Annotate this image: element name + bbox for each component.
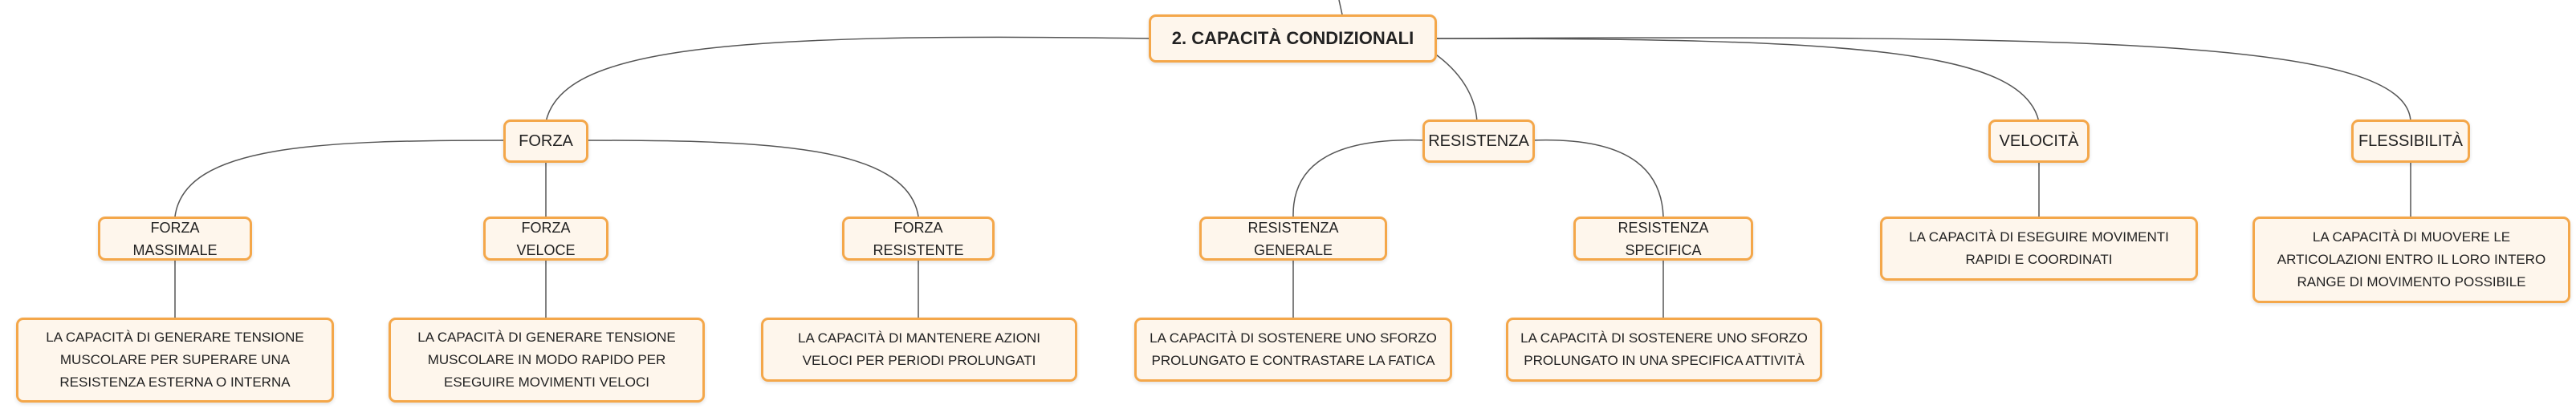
connector-resistenza-specifica [1531,139,1664,217]
connector-root-flessibilita [1436,37,2411,123]
desc-forza-veloce[interactable]: LA CAPACITÀ DI GENERARE TENSIONE MUSCOLA… [389,318,705,403]
connector-root-forza [545,36,1154,123]
subtopic-forza-veloce[interactable]: FORZA VELOCE [483,217,608,261]
desc-velocita-text: LA CAPACITÀ DI ESEGUIRE MOVIMENTI RAPIDI… [1909,229,2169,267]
topic-flessibilita[interactable]: FLESSIBILITÀ [2351,119,2470,163]
subtopic-forza-veloce-label: FORZA VELOCE [516,219,576,258]
subtopic-resistenza-specifica[interactable]: RESISTENZA SPECIFICA [1573,217,1753,261]
root-node[interactable]: 2. CAPACITÀ CONDIZIONALI [1149,14,1437,63]
topic-flessibilita-label: FLESSIBILITÀ [2358,132,2464,150]
subtopic-resistenza-generale-label: RESISTENZA GENERALE [1247,219,1339,258]
connector-root-resistenza [1433,52,1478,123]
desc-flessibilita-text: LA CAPACITÀ DI MUOVERE LE ARTICOLAZIONI … [2277,229,2546,289]
topic-forza[interactable]: FORZA [503,119,588,163]
topic-resistenza-label: RESISTENZA [1428,132,1529,150]
desc-velocita[interactable]: LA CAPACITÀ DI ESEGUIRE MOVIMENTI RAPIDI… [1880,217,2198,281]
subtopic-forza-massimale-label: FORZA MASSIMALE [132,219,218,258]
desc-resistenza-generale[interactable]: LA CAPACITÀ DI SOSTENERE UNO SFORZO PROL… [1134,318,1452,382]
connector-root-velocita [1436,38,2040,123]
root-label: 2. CAPACITÀ CONDIZIONALI [1171,28,1414,48]
topic-resistenza[interactable]: RESISTENZA [1422,119,1535,163]
topic-forza-label: FORZA [519,132,573,150]
subtopic-forza-resistente[interactable]: FORZA RESISTENTE [842,217,995,261]
topic-velocita-label: VELOCITÀ [1999,132,2079,150]
topic-velocita[interactable]: VELOCITÀ [1988,119,2090,163]
subtopic-resistenza-generale[interactable]: RESISTENZA GENERALE [1199,217,1387,261]
connector-forza-massimale [174,140,507,217]
desc-resistenza-specifica-text: LA CAPACITÀ DI SOSTENERE UNO SFORZO PROL… [1520,330,1808,368]
desc-forza-massimale-text: LA CAPACITÀ DI GENERARE TENSIONE MUSCOLA… [46,330,304,390]
connector-parent-root [1338,0,1343,15]
connector-resistenza-generale [1292,139,1426,217]
desc-forza-massimale[interactable]: LA CAPACITÀ DI GENERARE TENSIONE MUSCOLA… [16,318,334,403]
desc-forza-resistente-text: LA CAPACITÀ DI MANTENERE AZIONI VELOCI P… [798,330,1040,368]
subtopic-forza-resistente-label: FORZA RESISTENTE [873,219,964,258]
desc-forza-resistente[interactable]: LA CAPACITÀ DI MANTENERE AZIONI VELOCI P… [761,318,1077,382]
subtopic-resistenza-specifica-label: RESISTENZA SPECIFICA [1618,219,1709,258]
desc-resistenza-generale-text: LA CAPACITÀ DI SOSTENERE UNO SFORZO PROL… [1150,330,1437,368]
connector-forza-resistente [585,140,919,217]
desc-flessibilita[interactable]: LA CAPACITÀ DI MUOVERE LE ARTICOLAZIONI … [2252,217,2570,303]
desc-resistenza-specifica[interactable]: LA CAPACITÀ DI SOSTENERE UNO SFORZO PROL… [1506,318,1822,382]
subtopic-forza-massimale[interactable]: FORZA MASSIMALE [98,217,252,261]
desc-forza-veloce-text: LA CAPACITÀ DI GENERARE TENSIONE MUSCOLA… [417,330,676,390]
